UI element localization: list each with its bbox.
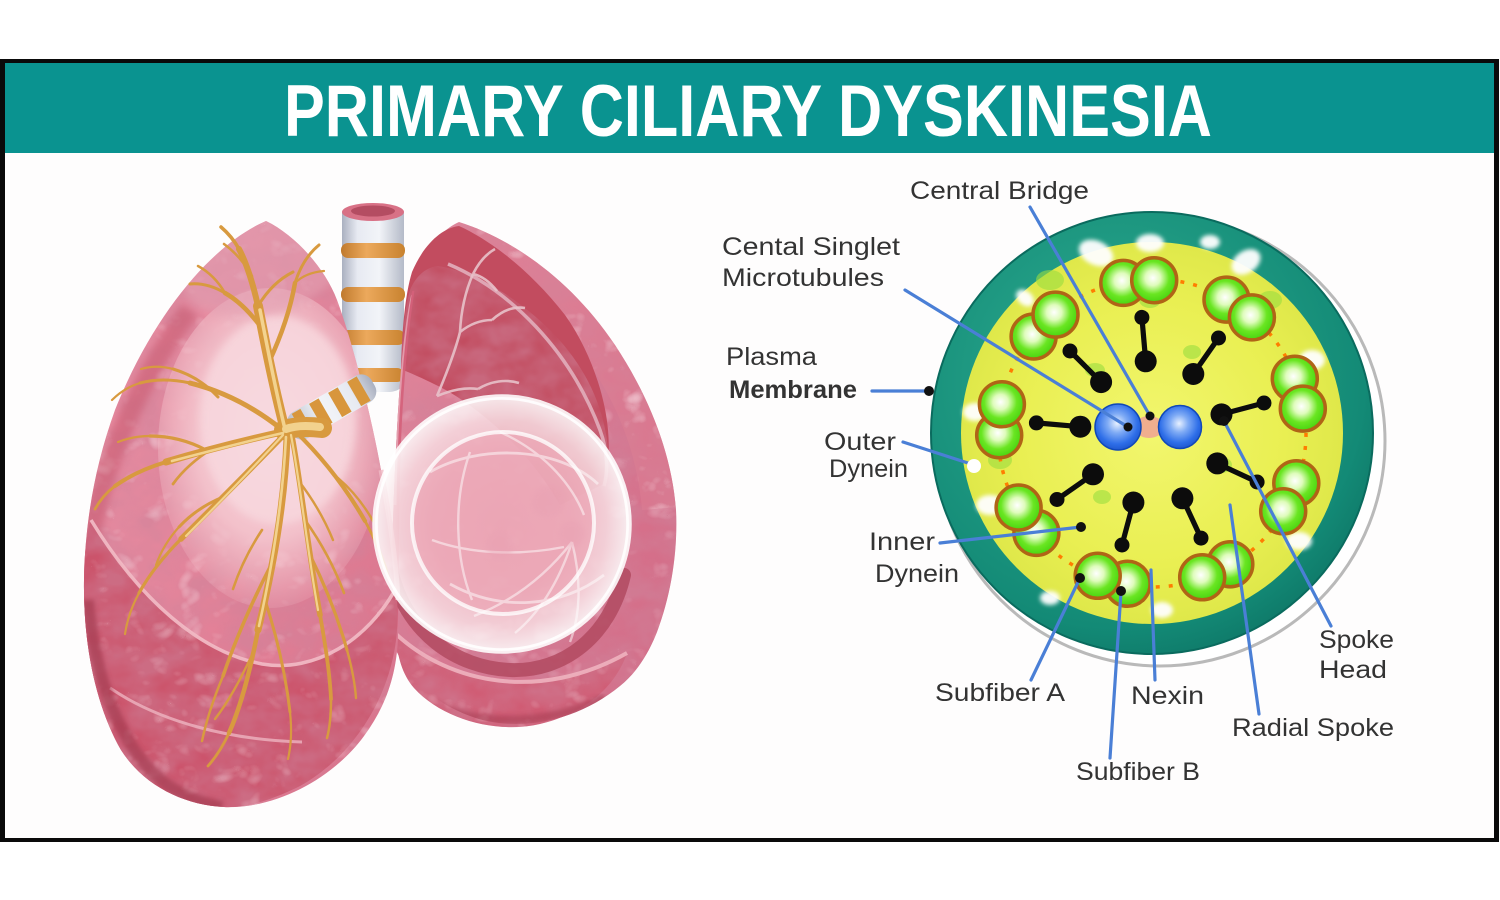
svg-text:Outer: Outer [824,428,896,456]
svg-text:Head: Head [1319,656,1387,684]
svg-text:Radial Spoke: Radial Spoke [1232,714,1394,742]
svg-text:Inner: Inner [869,528,935,556]
svg-text:Subfiber B: Subfiber B [1076,758,1200,786]
svg-text:Subfiber A: Subfiber A [935,679,1065,707]
svg-text:Microtubules: Microtubules [722,264,884,292]
svg-text:Membrane: Membrane [729,376,857,404]
svg-text:Dynein: Dynein [875,560,959,588]
svg-text:Spoke: Spoke [1319,626,1394,654]
svg-text:PRIMARY CILIARY DYSKINESIA: PRIMARY CILIARY DYSKINESIA [284,71,1212,152]
svg-text:Plasma: Plasma [726,343,817,371]
svg-text:Cental Singlet: Cental Singlet [722,233,900,261]
svg-text:Dynein: Dynein [829,455,908,483]
svg-text:Central Bridge: Central Bridge [910,177,1089,205]
svg-text:Nexin: Nexin [1131,682,1204,710]
